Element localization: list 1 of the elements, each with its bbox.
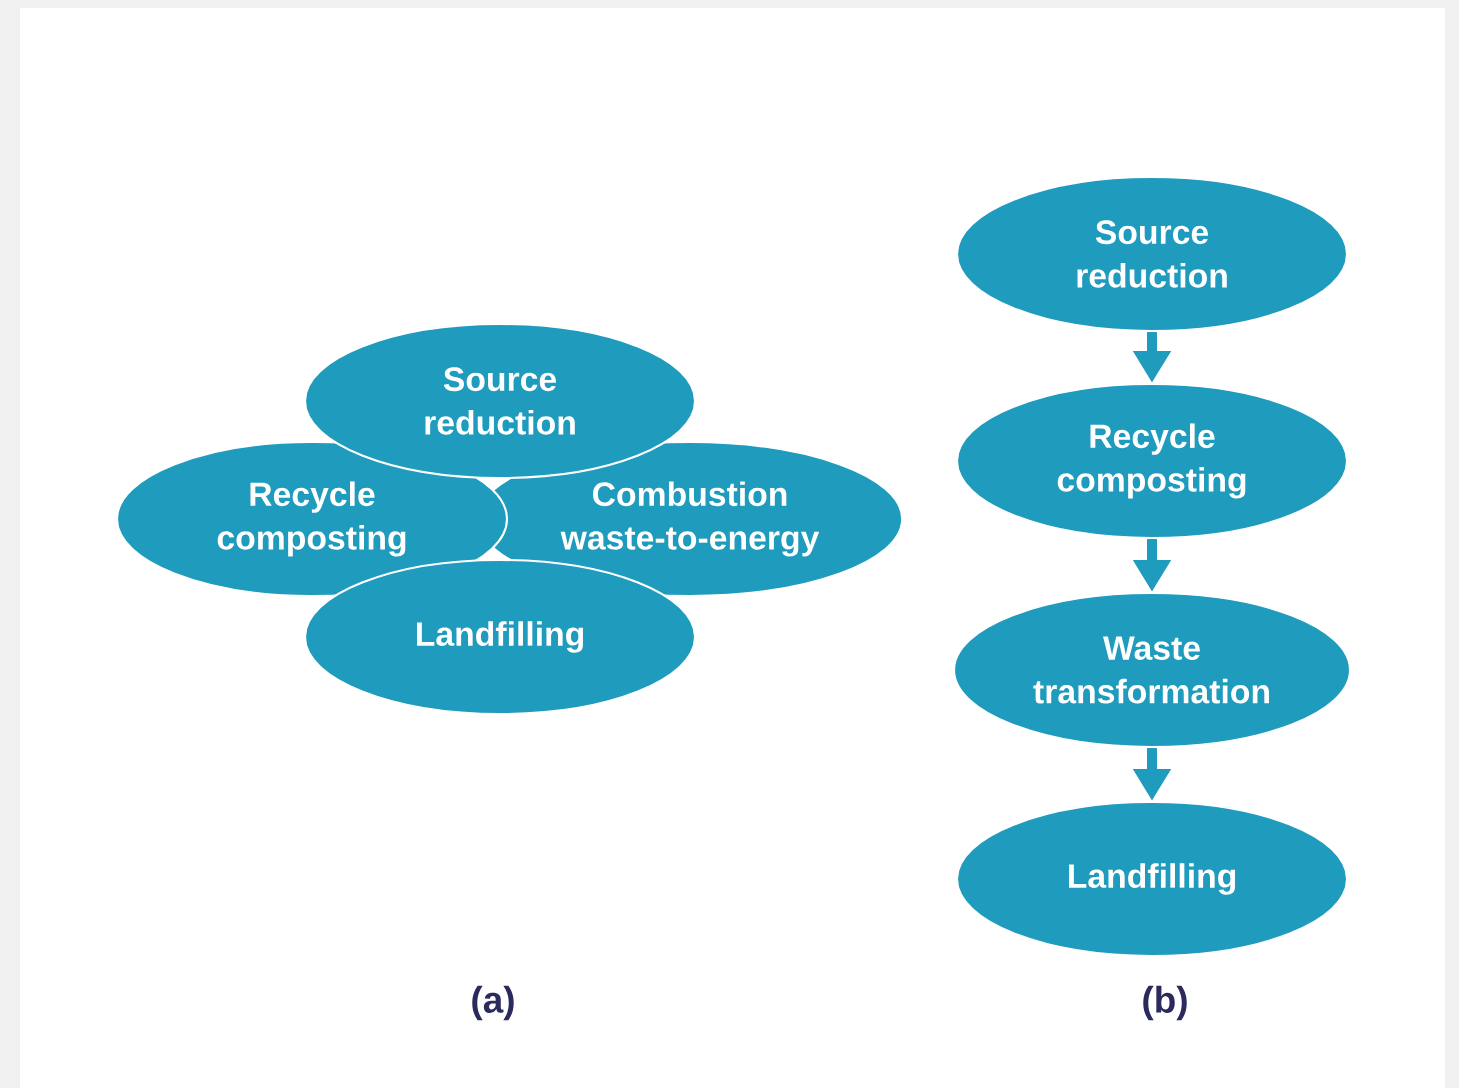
panel-label: (a) (472, 985, 514, 1021)
